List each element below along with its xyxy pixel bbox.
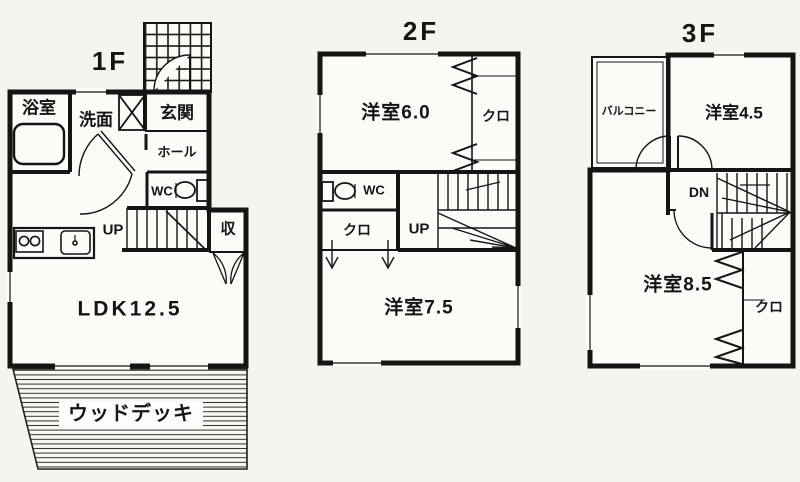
stairs-up-label-2f: UP xyxy=(408,220,430,238)
closet-label-2f-left: クロ xyxy=(343,222,371,238)
folding-door-zigzag xyxy=(450,143,480,172)
hall-door-arcs xyxy=(78,130,136,215)
kitchen-counter-icon xyxy=(12,226,96,260)
windows-3f xyxy=(586,51,744,370)
room-label-bath: 浴室 xyxy=(22,98,56,118)
floor3-title: 3F xyxy=(681,18,719,48)
stairs-dn-label: DN xyxy=(688,184,710,200)
room-label-7-5: 洋室7.5 xyxy=(384,297,454,319)
room-label-ldk: LDK12.5 xyxy=(77,297,183,321)
closet-door-arrows-2f xyxy=(325,240,395,270)
room-label-6-0: 洋室6.0 xyxy=(361,102,431,124)
room-label-wc-1f: WC xyxy=(151,183,173,199)
door-arcs-3f xyxy=(635,135,713,171)
toilet-icon-1f xyxy=(174,179,209,202)
wood-deck-label: ウッドデッキ xyxy=(59,401,203,427)
stair-door-arc-3f xyxy=(668,209,713,249)
entrance-door-arc xyxy=(153,54,191,92)
room-label-balcony: バルコニー xyxy=(601,105,657,118)
stairs-2f xyxy=(437,172,518,250)
floor3-plan xyxy=(586,51,796,370)
floor2-plan xyxy=(316,50,522,367)
bathtub-icon xyxy=(12,122,66,166)
storage-doors xyxy=(212,252,245,285)
stairs-up-label-1f: UP xyxy=(102,221,124,239)
room-label-wc-2f: WC xyxy=(363,182,385,198)
floor2-title: 2F xyxy=(402,16,440,46)
toilet-icon-2f xyxy=(321,181,356,202)
room-label-hall: ホール xyxy=(157,144,197,160)
closet-label-3f: クロ xyxy=(755,299,783,315)
room-label-storage: 収 xyxy=(220,220,236,238)
windows-1f xyxy=(6,88,208,370)
washer-pan-icon xyxy=(118,94,146,131)
stairs-3f xyxy=(716,173,793,250)
room-label-entrance: 玄関 xyxy=(160,103,194,123)
balcony-railing xyxy=(591,56,669,169)
closet-label-2f-right: クロ xyxy=(482,108,510,124)
folding-door-zigzag xyxy=(712,329,746,365)
room-label-washroom: 洗面 xyxy=(79,110,113,130)
room-label-4-5: 洋室4.5 xyxy=(705,103,763,123)
folding-door-zigzag xyxy=(712,251,746,289)
stairs-1f xyxy=(126,208,206,250)
windows-2f xyxy=(316,50,522,367)
floor1-title: 1F xyxy=(91,46,129,76)
room-label-8-5: 洋室8.5 xyxy=(643,274,713,296)
porch-tiles xyxy=(143,22,212,93)
